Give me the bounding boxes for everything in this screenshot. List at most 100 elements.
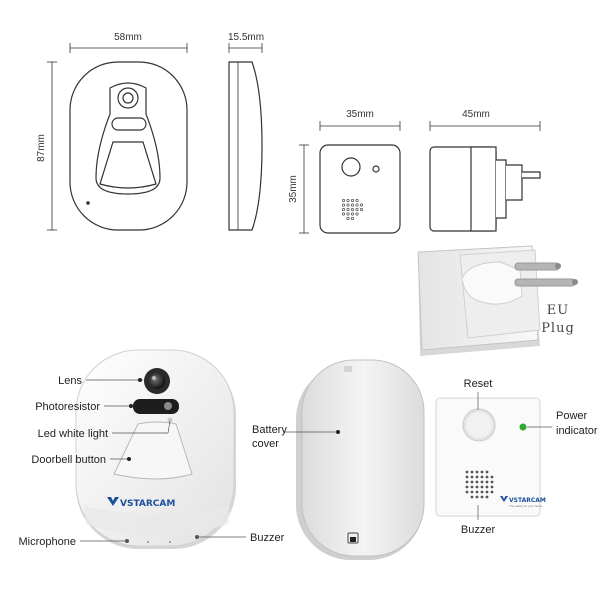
grille-hole (355, 199, 359, 203)
dimension-label-depth: 15.5mm (228, 32, 264, 43)
grille-hole (346, 217, 350, 221)
grille-hole (465, 490, 469, 494)
grille-hole (341, 199, 345, 203)
grille-hole (470, 485, 474, 489)
eu-plug-image (417, 245, 578, 356)
chime-brand-name: VSTARCAM (509, 497, 546, 504)
grille-hole (470, 475, 474, 479)
dimension-45mm: 45mm (429, 109, 541, 131)
doorbell-side-drawing (228, 61, 263, 231)
grille-hole (475, 495, 479, 499)
grille-hole (490, 490, 494, 494)
grille-hole (475, 490, 479, 494)
dimension-35mm-height: 35mm (288, 144, 309, 234)
grille-hole (475, 470, 479, 474)
chime-brand-logo: VSTARCAM The safety for your home (500, 496, 546, 508)
grille-hole (341, 212, 345, 216)
chime-side-drawing (429, 146, 541, 232)
grille-hole (485, 490, 489, 494)
label-lens: Lens (58, 375, 82, 387)
grille-hole (485, 495, 489, 499)
grille-hole (350, 212, 354, 216)
label-battery-line1: Battery (252, 424, 287, 436)
grille-hole (470, 480, 474, 484)
brand-logo: VSTARCAM (107, 497, 175, 509)
label-doorbell-button: Doorbell button (31, 454, 106, 466)
grille-hole (470, 490, 474, 494)
grille-hole (480, 485, 484, 489)
label-power-indicator-line2: indicator (556, 425, 598, 437)
grille-hole (490, 485, 494, 489)
doorbell-back-image (296, 359, 425, 560)
dimension-label-chime-width: 35mm (346, 109, 374, 120)
label-photoresistor: Photoresistor (35, 401, 100, 413)
buzzer-hole (195, 535, 199, 539)
grille-hole (490, 475, 494, 479)
dimension-15-5mm: 15.5mm (228, 32, 264, 53)
dimension-label-chime-depth: 45mm (462, 109, 490, 120)
microphone-hole (125, 539, 129, 543)
grille-hole (341, 203, 345, 207)
grille-hole (475, 475, 479, 479)
grille-hole (350, 199, 354, 203)
doorbell-button (113, 421, 193, 480)
grille-hole (346, 208, 350, 212)
camera-lens (149, 373, 165, 389)
label-microphone: Microphone (19, 536, 76, 548)
grille-hole (465, 470, 469, 474)
chime-front-drawing (319, 144, 401, 234)
plug-label-line2: Plug (541, 321, 575, 336)
dimension-35mm-width: 35mm (319, 109, 401, 131)
grille-hole (480, 470, 484, 474)
grille-hole (350, 217, 354, 221)
grille-hole (341, 208, 345, 212)
grille-hole (355, 212, 359, 216)
grille-hole (346, 203, 350, 207)
grille-hole (346, 199, 350, 203)
label-battery-line2: cover (252, 438, 279, 450)
grille-hole (485, 470, 489, 474)
grille-hole (485, 480, 489, 484)
doorbell-product-image: VSTARCAM (75, 349, 236, 549)
grille-hole (465, 480, 469, 484)
grille-hole (470, 470, 474, 474)
grille-hole (480, 475, 484, 479)
grille-hole (485, 475, 489, 479)
label-buzzer: Buzzer (250, 532, 285, 544)
battery-cover-callout: Battery cover (252, 424, 336, 450)
grille-hole (485, 485, 489, 489)
dimension-87mm: 87mm (36, 61, 57, 231)
grille-hole (480, 495, 484, 499)
power-led (519, 423, 527, 431)
brand-name: VSTARCAM (120, 499, 175, 509)
plug-label-line1: EU (547, 303, 569, 318)
dimension-58mm: 58mm (69, 32, 188, 53)
grille-hole (355, 203, 359, 207)
chime-speaker-grille (465, 470, 494, 499)
chime-grille-drawing (341, 199, 363, 221)
grille-hole (490, 480, 494, 484)
label-power-line1: Power (556, 410, 588, 422)
dimension-label-chime-height: 35mm (288, 175, 299, 203)
grille-hole (480, 490, 484, 494)
photoresistor-window (133, 399, 179, 414)
grille-hole (470, 495, 474, 499)
grille-hole (480, 480, 484, 484)
label-led-white-light: Led white light (38, 428, 108, 440)
grille-hole (359, 208, 363, 212)
label-chime-buzzer: Buzzer (461, 524, 496, 536)
grille-hole (350, 203, 354, 207)
grille-hole (350, 208, 354, 212)
label-reset: Reset (464, 378, 493, 390)
grille-hole (355, 208, 359, 212)
grille-hole (465, 485, 469, 489)
doorbell-callouts: Lens Photoresistor Led white light Doorb… (19, 375, 285, 548)
dimension-label-width: 58mm (114, 32, 142, 43)
chime-callouts: Reset Power indicator Buzzer (461, 378, 598, 536)
doorbell-front-drawing (69, 61, 188, 231)
grille-hole (359, 203, 363, 207)
chime-brand-tagline: The safety for your home (509, 504, 543, 508)
grille-hole (475, 480, 479, 484)
grille-hole (346, 212, 350, 216)
